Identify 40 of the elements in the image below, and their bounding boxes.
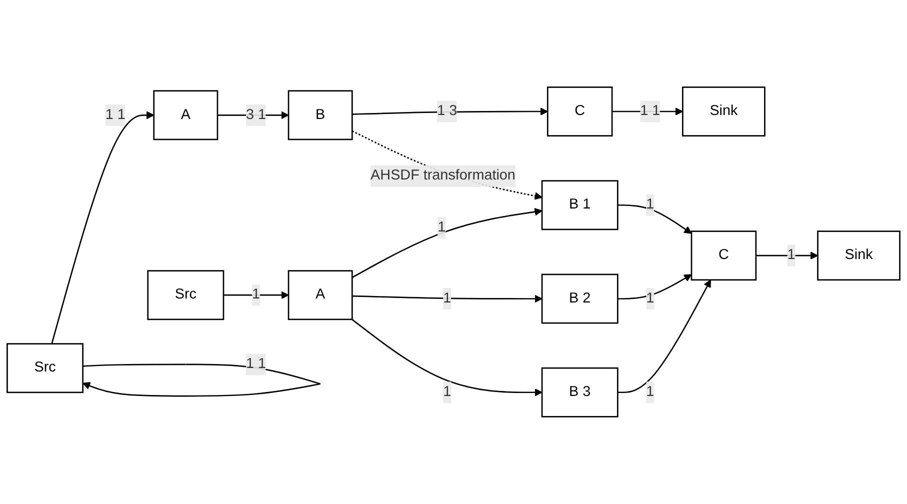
edge-label: 1 bbox=[252, 287, 260, 302]
node-box: C bbox=[546, 86, 613, 137]
edge-label: 1 bbox=[646, 197, 654, 212]
node-box: Sink bbox=[817, 230, 900, 281]
arrow bbox=[217, 111, 289, 120]
edge-label: 1 bbox=[646, 290, 654, 306]
arrow bbox=[352, 294, 542, 303]
node-box: C bbox=[690, 230, 757, 281]
node-box: B 3 bbox=[541, 367, 618, 418]
edge-label: AHSDF transformation bbox=[370, 168, 516, 184]
arrow bbox=[756, 252, 818, 260]
node-box: B bbox=[288, 90, 353, 140]
arrow bbox=[618, 274, 692, 300]
node-box: B 2 bbox=[541, 274, 618, 324]
node-box: Src bbox=[147, 270, 224, 320]
node-box: Sink bbox=[682, 86, 766, 137]
node-box: A bbox=[153, 90, 218, 140]
edge-label: 1 bbox=[438, 220, 446, 236]
edge-label: 1 bbox=[787, 248, 796, 263]
edge-label: 3 1 bbox=[246, 107, 266, 122]
edge-label: 1 bbox=[646, 384, 654, 400]
arrow bbox=[352, 318, 542, 396]
arrow bbox=[82, 364, 320, 397]
edge-label: 1 1 bbox=[640, 103, 660, 119]
arrow bbox=[618, 204, 692, 234]
arrow bbox=[223, 291, 289, 300]
arrow bbox=[51, 111, 154, 344]
edge-label: 1 1 bbox=[246, 356, 266, 372]
node-box: B 1 bbox=[541, 180, 618, 230]
edge-label: 1 1 bbox=[105, 107, 126, 122]
arrow bbox=[352, 108, 548, 116]
arrow bbox=[352, 130, 542, 200]
arrow bbox=[612, 108, 684, 116]
arrow bbox=[618, 280, 711, 394]
edge-label: 1 bbox=[443, 384, 452, 400]
node-box: Src bbox=[6, 343, 84, 394]
arrow bbox=[352, 208, 542, 278]
edge-label: 1 bbox=[443, 290, 452, 306]
edge-label: 1 3 bbox=[437, 103, 458, 119]
node-box: A bbox=[288, 270, 353, 320]
